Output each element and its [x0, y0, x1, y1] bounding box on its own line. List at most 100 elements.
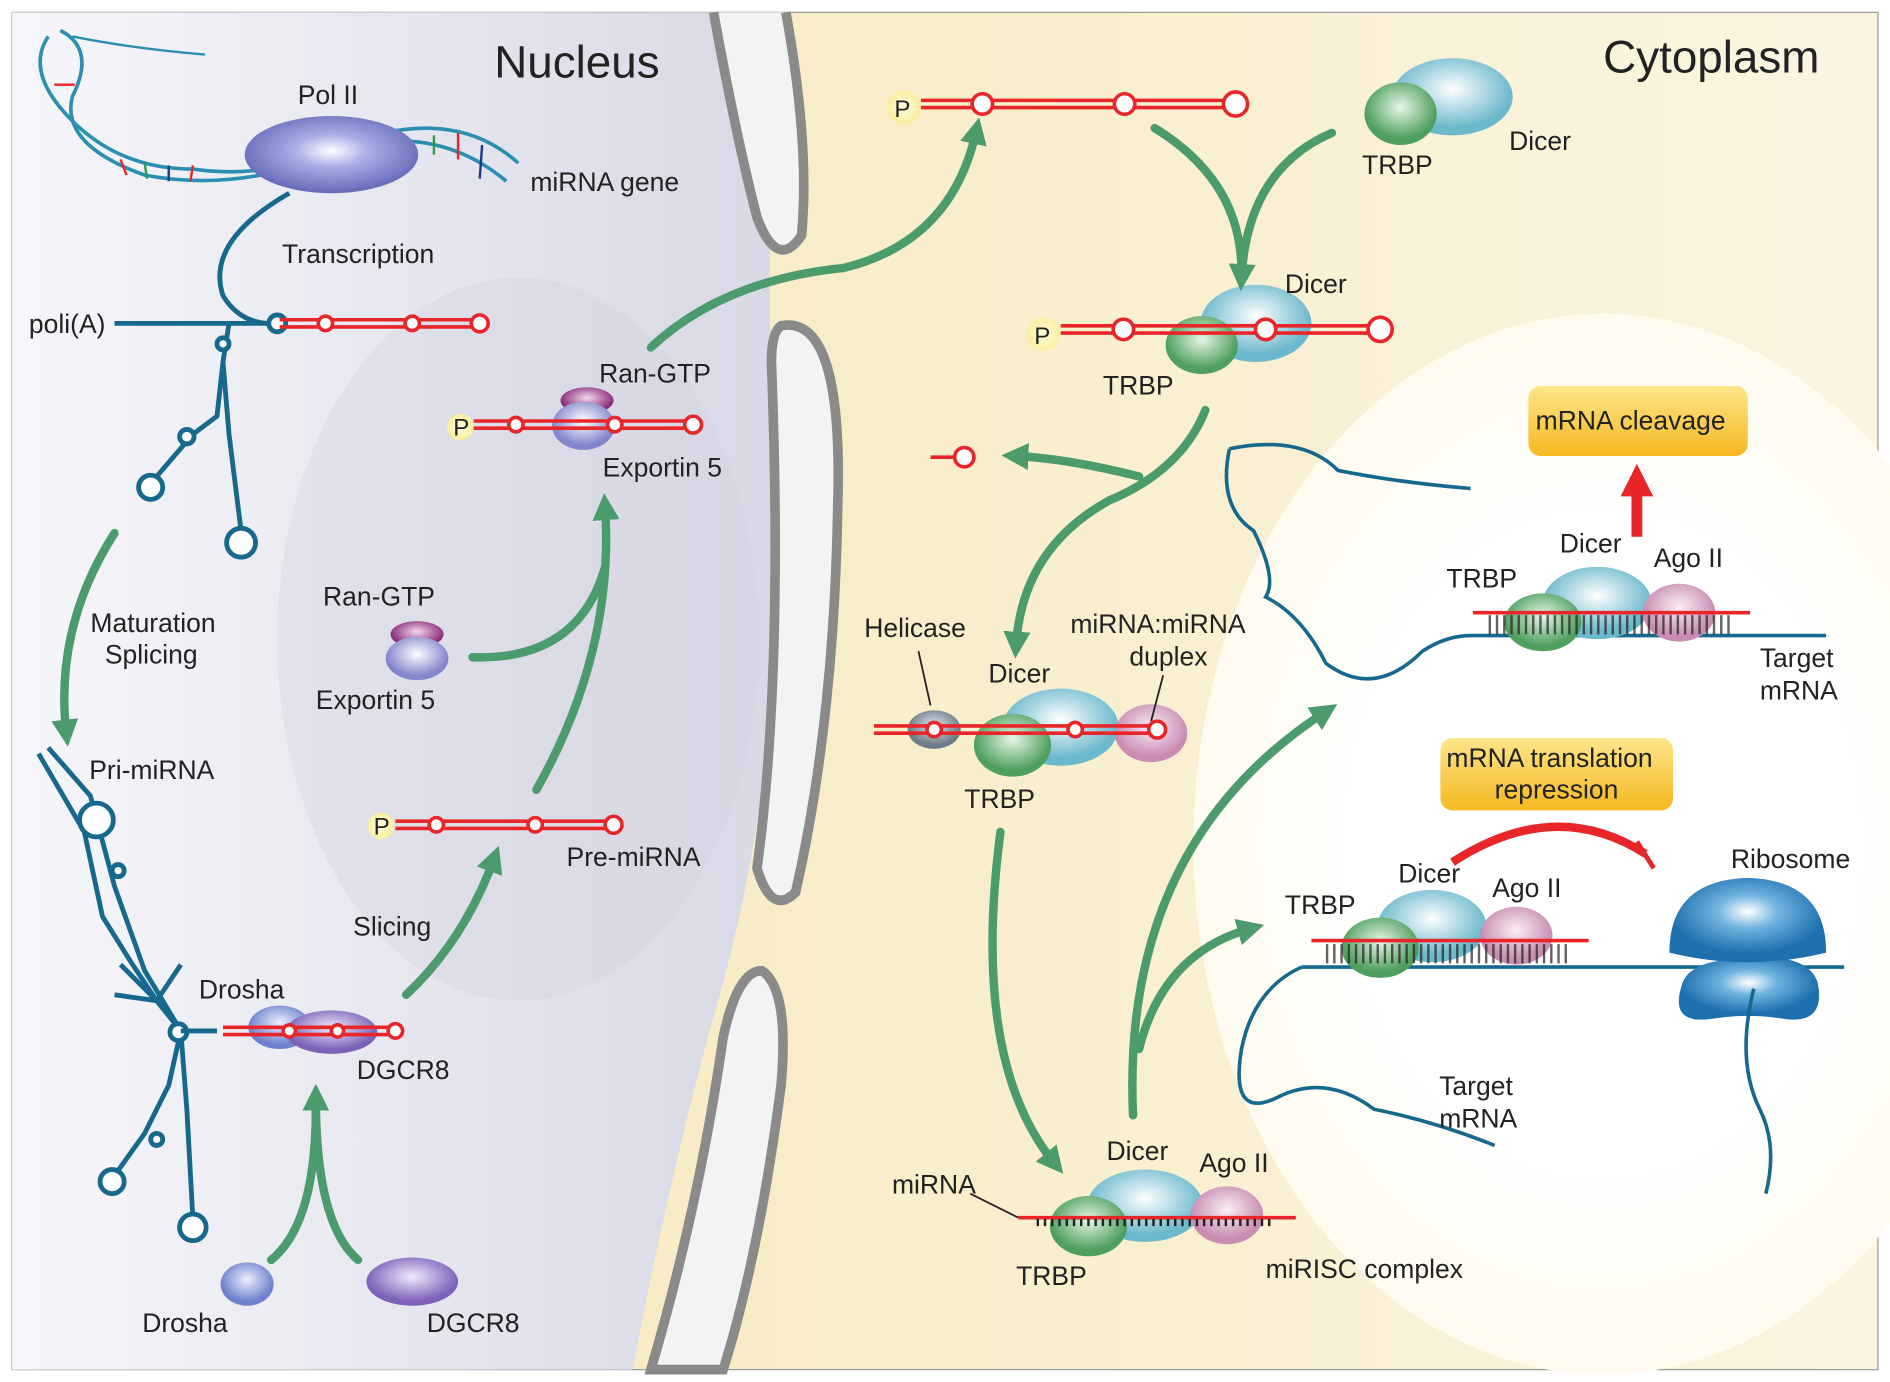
transcription-label: Transcription	[282, 239, 434, 269]
arrow-maturation	[51, 528, 119, 747]
phosphate-label-export: P	[453, 414, 469, 441]
pol-ii-label: Pol II	[298, 80, 358, 110]
mrna-cleavage-label: mRNA cleavage	[1536, 405, 1726, 435]
rna-bulge	[970, 91, 995, 117]
dicer-helicase-label: Dicer	[988, 659, 1050, 689]
maturation-label: Maturation	[90, 608, 215, 638]
arrow-slicing	[401, 845, 503, 999]
splicing-label: Splicing	[105, 639, 198, 669]
cleavage-dicer-label: Dicer	[1560, 528, 1622, 558]
pri-mirna-label: Pri-miRNA	[89, 755, 214, 785]
dgcr8-complex-label: DGCR8	[357, 1055, 450, 1085]
repr-trbp-label: TRBP	[1285, 890, 1356, 920]
inhibition-bar	[1634, 840, 1656, 870]
dgcr8-protein	[366, 1257, 459, 1306]
pol-ii-protein	[244, 116, 419, 194]
rna-bulge	[427, 815, 446, 834]
exportin-5-protein	[385, 636, 449, 681]
target-mrna-tail-1	[1229, 442, 1471, 491]
arrow-to-helicase	[1003, 405, 1210, 659]
arrow-to-cleavage	[1128, 704, 1338, 1120]
duplex-label-line1: miRNA:miRNA	[1070, 609, 1246, 639]
arrow-dgcr8-join	[302, 1083, 363, 1265]
phosphate-dicer	[1026, 317, 1061, 352]
inhibition-arc	[1450, 822, 1648, 866]
phosphate-pre-mirna	[367, 812, 395, 840]
rna-terminal-loop	[603, 814, 624, 836]
drosha-label: Drosha	[142, 1308, 228, 1338]
target-mrna-2-line1: Target	[1439, 1071, 1513, 1101]
ago-risc-protein	[1190, 1186, 1264, 1245]
translation-repression-badge	[1440, 738, 1674, 811]
exportin-5-complex-label: Exportin 5	[603, 452, 722, 482]
phosphate-label-cyto: P	[894, 96, 910, 123]
drosha-complex-label: Drosha	[199, 974, 285, 1004]
cleavage-trbp-protein	[1504, 593, 1582, 652]
label-leaders	[917, 651, 1165, 722]
repr-ago-protein	[1480, 906, 1553, 965]
ago-risc-label: Ago II	[1199, 1148, 1268, 1178]
arrow-to-repression	[1134, 919, 1265, 1054]
duplex-label-line2: duplex	[1129, 642, 1207, 672]
arrow-exportin-join	[468, 562, 610, 662]
cleavage-ago-label: Ago II	[1654, 543, 1723, 573]
exportin-5-label: Exportin 5	[316, 685, 435, 715]
rna-bulge	[1111, 317, 1136, 342]
dicer-risc-label: Dicer	[1107, 1136, 1169, 1166]
nucleus-title: Nucleus	[494, 36, 659, 87]
translation-repression-line2: repression	[1495, 774, 1619, 804]
repr-ago-label: Ago II	[1492, 873, 1561, 903]
target-mrna-2-line2: mRNA	[1439, 1103, 1517, 1133]
dicer-bound-label: Dicer	[1285, 269, 1347, 299]
trbp-top-label: TRBP	[1362, 150, 1433, 180]
arrow-loop-release	[1001, 443, 1144, 481]
phosphate-cytoplasm	[887, 90, 921, 125]
pre-mirna-cytoplasm	[920, 90, 1250, 118]
rna-bulge	[281, 1022, 298, 1039]
rna-bulge	[506, 415, 525, 434]
nuclear-envelope-lower	[644, 965, 788, 1375]
trbp-helicase-protein	[973, 713, 1052, 777]
repr-dicer-label: Dicer	[1398, 859, 1460, 889]
ran-gtp-label: Ran-GTP	[323, 581, 435, 611]
rna-terminal-loop	[1221, 90, 1250, 118]
rna-hairpin-drosha	[222, 1021, 405, 1040]
phosphate-label-dicer: P	[1034, 323, 1050, 350]
translation-repression-line1: mRNA translation	[1446, 743, 1652, 773]
mirna-label: miRNA	[892, 1170, 976, 1200]
arrow-to-dicer-2	[1228, 128, 1337, 292]
ran-gtp-complex-label: Ran-GTP	[599, 358, 711, 388]
rna-bulge	[329, 1022, 346, 1039]
pre-mirna-dicer	[1060, 315, 1394, 344]
arrow-export	[646, 117, 987, 352]
mirna-duplex	[873, 719, 1168, 740]
target-mrna-tail-2	[1237, 965, 1496, 1148]
mirisc-complex-label: miRISC complex	[1266, 1254, 1463, 1284]
mrna-cleavage-badge	[1528, 386, 1748, 456]
drosha-protein	[220, 1262, 274, 1306]
target-mrna-1-line2: mRNA	[1760, 675, 1838, 705]
dgcr8-label: DGCR8	[427, 1308, 520, 1338]
nascent-hairpin	[279, 313, 490, 334]
ribosome-label: Ribosome	[1731, 844, 1850, 874]
mirna-gene-label: miRNA gene	[530, 167, 679, 197]
rna-bulge	[526, 815, 545, 834]
pri-mirna-structure	[36, 746, 209, 1244]
phosphate-export	[447, 413, 474, 441]
target-mrna-strand-1	[1224, 448, 1827, 681]
pre-mirna-hairpin	[395, 814, 624, 836]
trbp-helicase-label: TRBP	[964, 784, 1035, 814]
slicing-label: Slicing	[353, 912, 431, 942]
nuclear-envelope-upper	[708, 11, 809, 255]
rna-bulge	[316, 314, 335, 333]
trbp-bound-protein	[1165, 316, 1238, 374]
rna-terminal-loop	[386, 1021, 405, 1040]
rna-bulge	[1253, 317, 1278, 342]
phosphate-label-pre-mirna: P	[374, 813, 390, 840]
exportin-5-complex-protein	[552, 401, 615, 450]
rna-bulge	[1112, 91, 1137, 117]
rna-bulge	[605, 415, 624, 434]
arrow-pre-to-export	[532, 493, 620, 795]
trbp-protein	[1364, 82, 1437, 145]
